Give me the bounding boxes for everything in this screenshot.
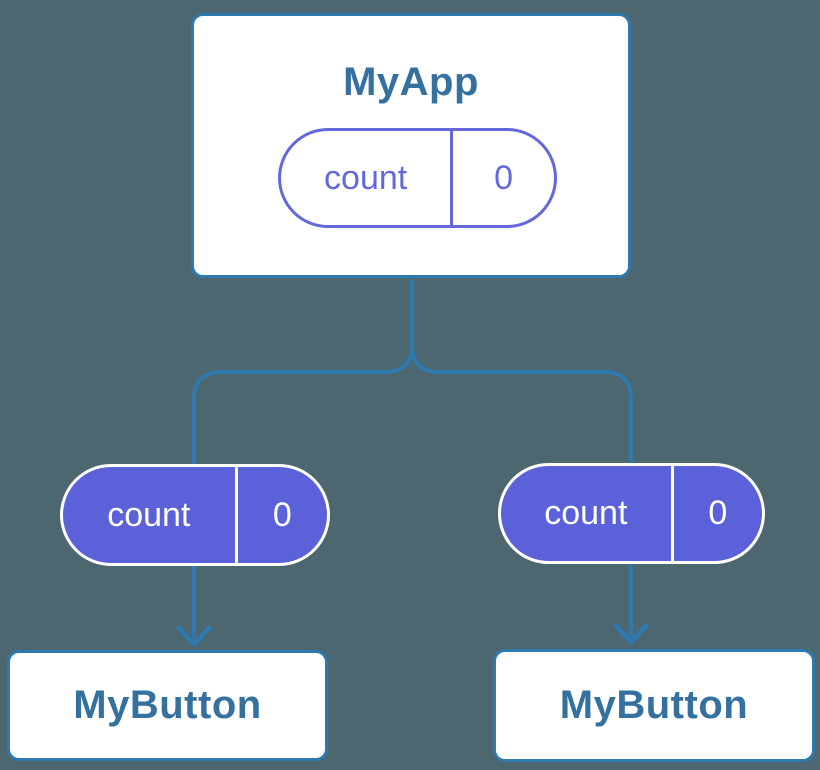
- arrowhead-left-icon: [176, 625, 212, 647]
- connector-branch-left: [192, 345, 414, 638]
- prop-pill-right-label: count: [544, 494, 628, 532]
- state-pill-label: count: [324, 158, 408, 197]
- connector-branch-right: [410, 345, 633, 636]
- state-pill-divider: [450, 131, 454, 225]
- prop-pill-left-divider: [234, 467, 238, 563]
- prop-pill-right-divider: [670, 466, 674, 561]
- mybutton-right-title: MyButton: [559, 683, 749, 727]
- mybutton-node-left: MyButton: [7, 650, 328, 761]
- prop-pill-left-label: count: [107, 495, 191, 534]
- mybutton-node-right: MyButton: [493, 649, 815, 762]
- prop-pill-right-value: 0: [708, 494, 728, 532]
- arrowhead-right-icon: [613, 623, 649, 645]
- state-pill-value: 0: [494, 158, 514, 197]
- prop-pill-left: count 0: [60, 464, 330, 566]
- myapp-node: MyApp count 0: [191, 13, 631, 278]
- prop-pill-left-value: 0: [272, 495, 292, 534]
- myapp-title: MyApp: [343, 60, 479, 104]
- state-pill: count 0: [278, 128, 557, 228]
- mybutton-left-title: MyButton: [73, 683, 262, 727]
- prop-pill-right: count 0: [498, 463, 765, 564]
